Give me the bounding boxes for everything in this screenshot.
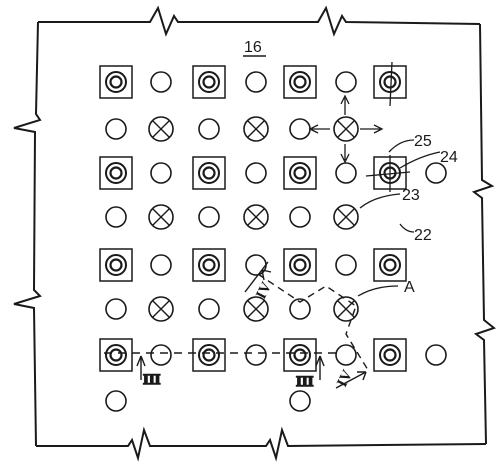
plain-circle-element [105,206,127,228]
crossed-circle-element [333,116,359,142]
plain-circle-element [425,162,447,184]
boxed-double-circle-element [192,338,226,372]
plain-circle-element [150,71,172,93]
plain-circle-element [198,118,220,140]
plain-circle-element [335,162,357,184]
boxed-double-circle-element [99,338,133,372]
plain-circle-element [105,298,127,320]
plain-circle-element [335,344,357,366]
plain-circle-element [245,71,267,93]
plain-circle-element [335,71,357,93]
crossed-circle-element [148,296,174,322]
crossed-circle-element [148,204,174,230]
plain-circle-element [289,206,311,228]
crossed-circle-element [243,116,269,142]
boxed-double-circle-element [99,156,133,190]
plain-circle-element [245,162,267,184]
figure-number: 16 [244,39,262,56]
crosshair-marks [365,61,411,192]
boxed-double-circle-element [283,156,317,190]
ref-label-a: A [404,279,415,296]
crossed-circle-element [333,296,359,322]
plain-circle-element [105,390,127,412]
boxed-double-circle-element [192,156,226,190]
boxed-double-circle-element [283,248,317,282]
plain-circle-element [198,206,220,228]
plain-circle-element [150,254,172,276]
plain-circle-element [425,344,447,366]
ref-label-22: 22 [414,227,432,244]
plain-circle-element [245,344,267,366]
boxed-double-circle-element [283,65,317,99]
plain-circle-element [289,118,311,140]
plain-circle-element [289,298,311,320]
boxed-double-circle-element [373,338,407,372]
boxed-double-circle-element [192,248,226,282]
crossed-circle-element [243,204,269,230]
boxed-double-circle-element [99,248,133,282]
outer-boundary [13,5,496,462]
section-label-iv-upper: IV [253,280,275,302]
section-label-iii-right: III [296,374,314,390]
plain-circle-element [198,298,220,320]
ref-label-23: 23 [402,187,420,204]
crossed-circle-element [148,116,174,142]
section-label-iv-lower: IV [334,368,356,390]
section-line-iv [244,261,369,389]
plain-circle-element [245,254,267,276]
crossed-circle-element [333,204,359,230]
plain-circle-element [150,344,172,366]
plain-circle-element [105,118,127,140]
ref-label-25: 25 [414,133,432,150]
plain-circle-element [289,390,311,412]
section-line-iii: III III [104,352,336,391]
leader-lines [357,139,441,297]
plain-circle-element [150,162,172,184]
boxed-double-circle-element [283,338,317,372]
boxed-double-circle-element [99,65,133,99]
ref-label-24: 24 [440,149,458,166]
boxed-double-circle-element [373,248,407,282]
plain-circle-element [335,254,357,276]
crossed-circle-element [243,296,269,322]
section-label-iii-left: III [143,372,161,388]
element-grid [99,61,447,412]
boxed-double-circle-element [192,65,226,99]
